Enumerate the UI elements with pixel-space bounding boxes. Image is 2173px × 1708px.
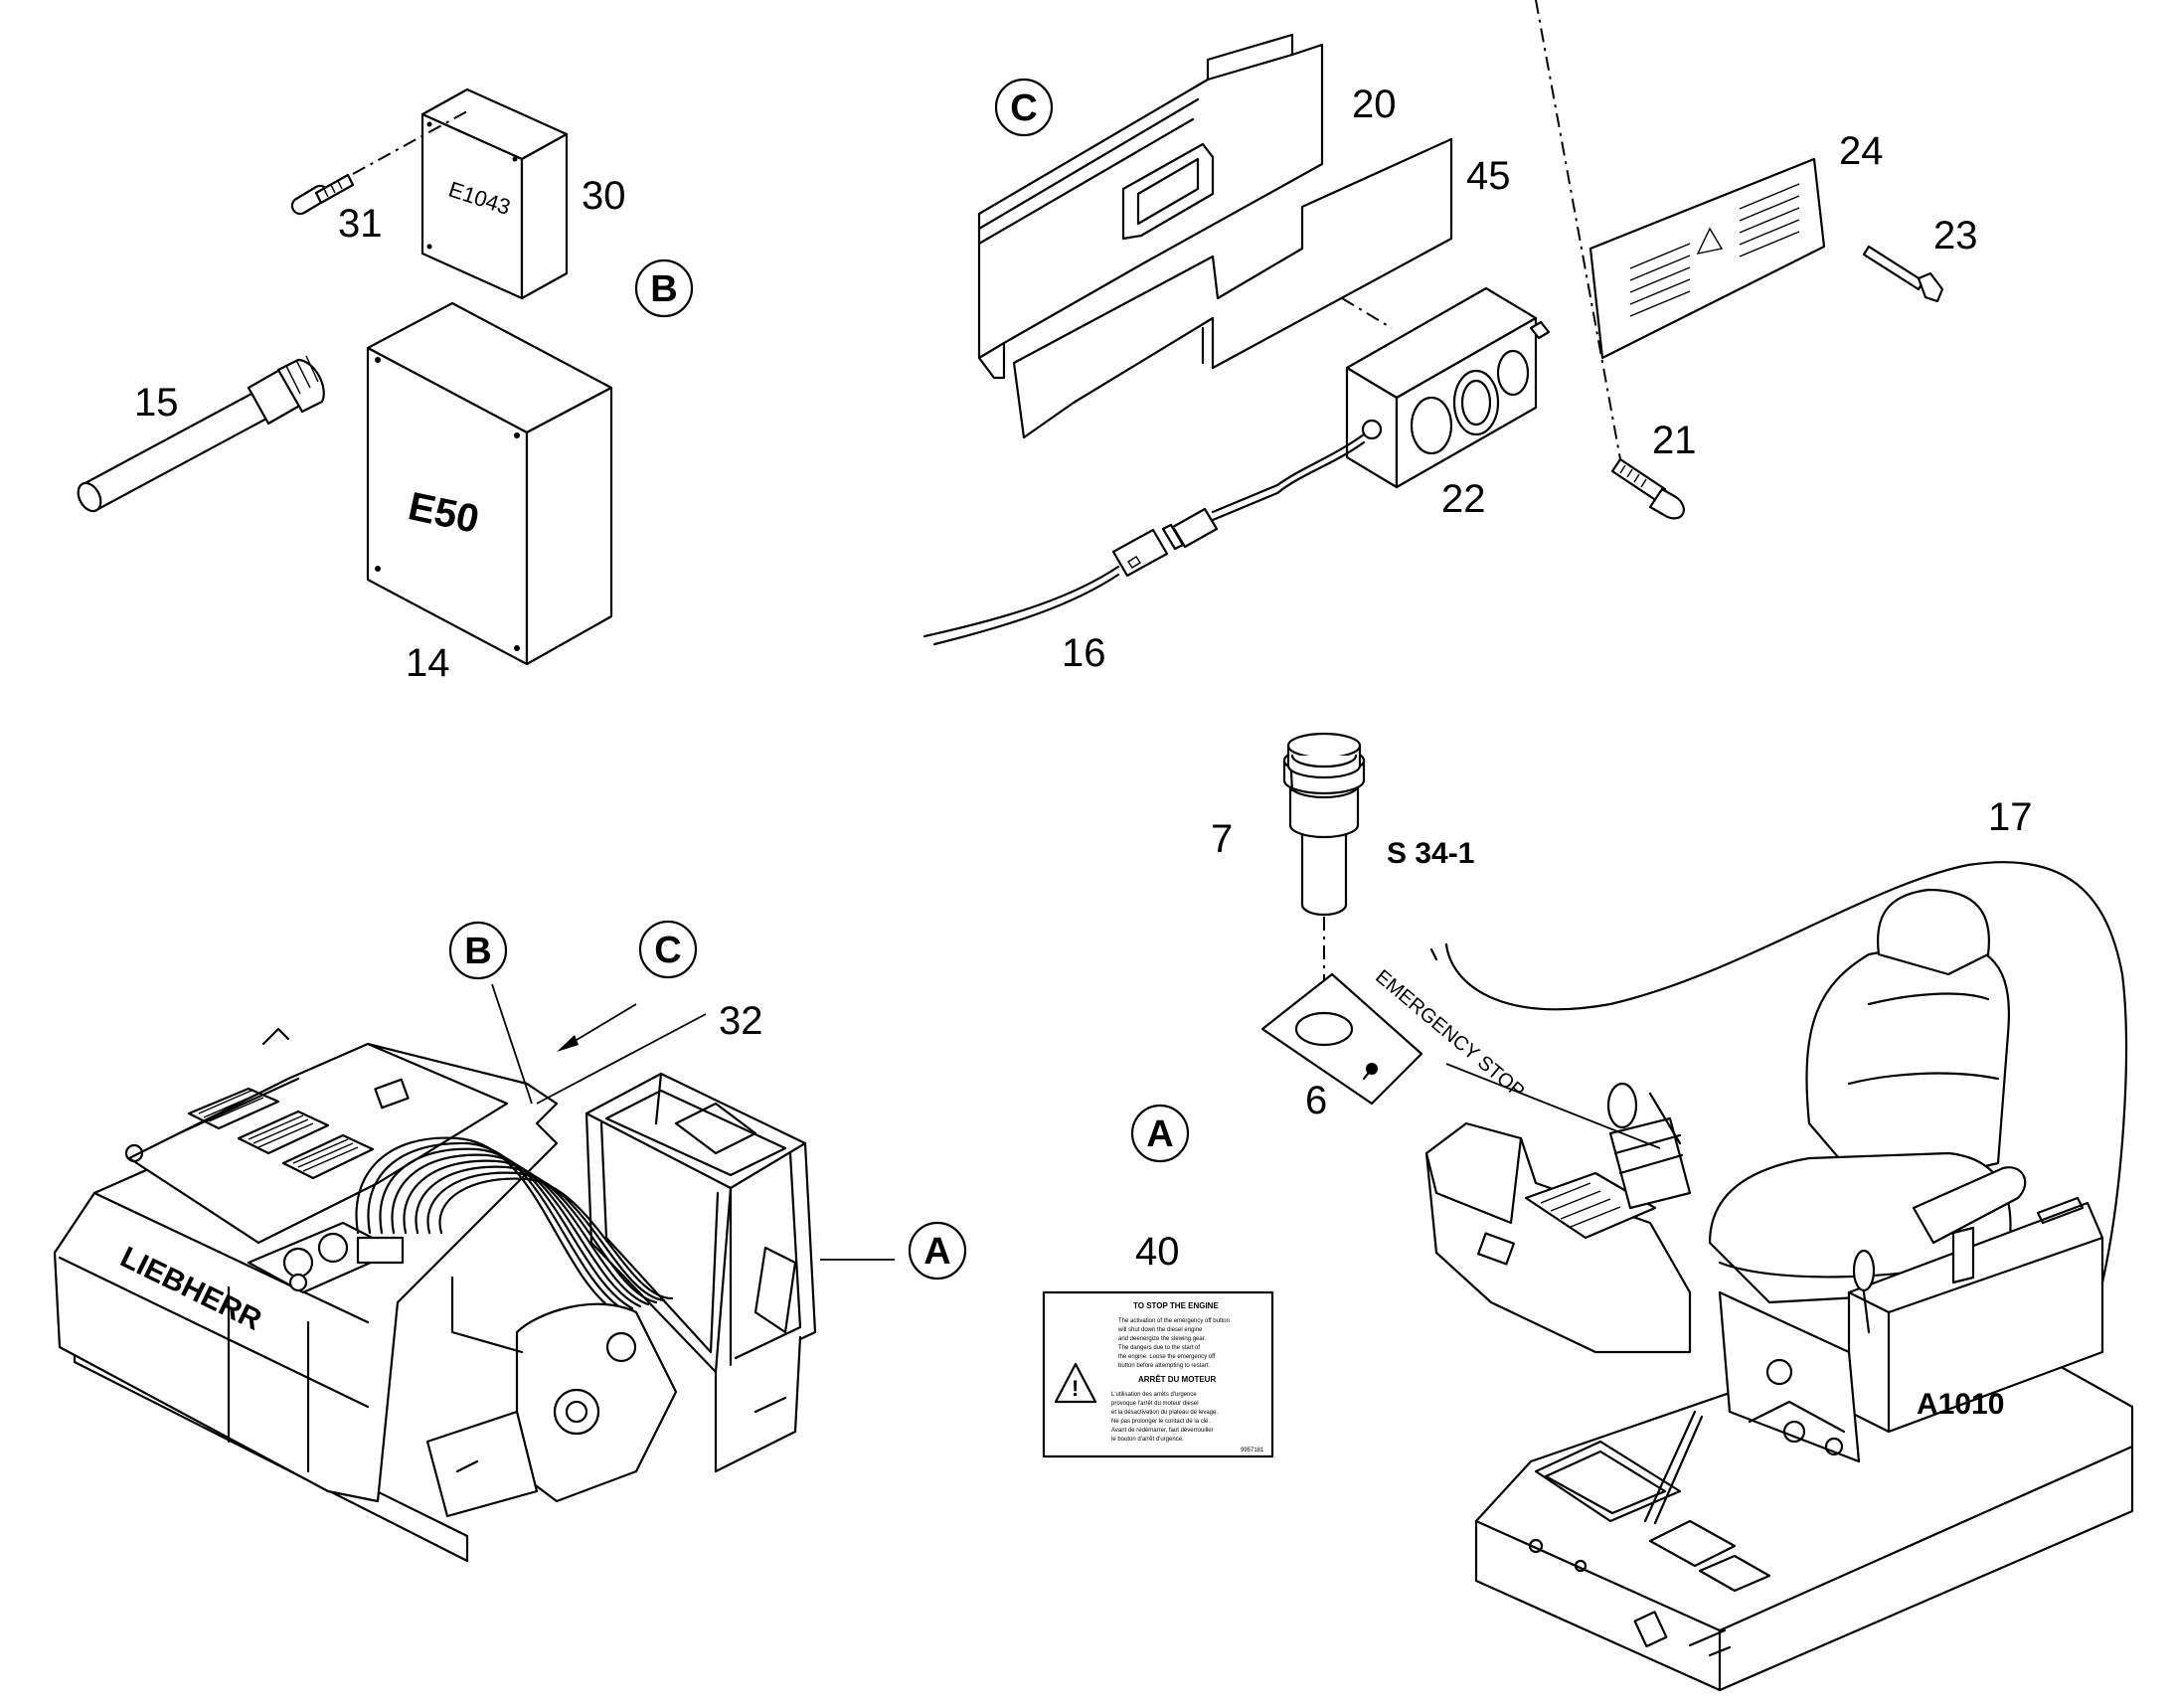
svg-text:C: C [1010, 87, 1037, 129]
callout-a-overview: A [908, 1221, 967, 1281]
svg-text:L'utilisation des arrêts d'urg: L'utilisation des arrêts d'urgence [1111, 1392, 1197, 1398]
part-numbers: 30 31 15 14 20 45 24 23 21 22 16 7 6 17 … [134, 83, 2033, 1421]
svg-text:le bouton d'arrêt d'urgence.: le bouton d'arrêt d'urgence. [1111, 1437, 1184, 1443]
svg-text:B: B [650, 268, 677, 310]
svg-text:B: B [464, 931, 491, 972]
svg-text:!: ! [1072, 1376, 1079, 1401]
part-31: 31 [338, 202, 383, 246]
svg-text:A: A [923, 1231, 950, 1273]
operator-cab-frame [585, 1072, 817, 1473]
part-45: 45 [1466, 154, 1511, 198]
cable-16 [922, 432, 1366, 646]
part-17: 17 [1988, 795, 2033, 839]
part-23: 23 [1933, 214, 1978, 257]
svg-text:A: A [1146, 1113, 1173, 1155]
callout-c-overview: C [638, 920, 698, 979]
excavator-upper-structure: LIEBHERR [53, 1027, 817, 1563]
part-40: 40 [1135, 1230, 1180, 1274]
callout-b-overview: B [448, 921, 508, 980]
callout-b-detail: B [634, 258, 694, 318]
label40-heading-en: TO STOP THE ENGINE [1133, 1301, 1219, 1310]
screw-23 [1862, 245, 1944, 303]
svg-text:The dangers due to the start o: The dangers due to the start of [1118, 1345, 1200, 1351]
label40-code: 9957181 [1241, 1448, 1264, 1453]
vent-grille [187, 1087, 375, 1180]
plate-24 [1588, 157, 1826, 360]
part-7: 7 [1211, 817, 1233, 861]
box-e1043: E1043 [420, 87, 569, 300]
boom-mount [425, 1302, 678, 1518]
svg-text:and deenergize the slewing gea: and deenergize the slewing gear. [1118, 1336, 1206, 1342]
callout-a-detail: A [1130, 1104, 1190, 1163]
svg-text:the engine. Loose the emergenc: the engine. Loose the emergency off [1118, 1354, 1216, 1360]
part-20: 20 [1352, 83, 1397, 126]
svg-text:The activation of the emergenc: The activation of the emergency off butt… [1118, 1318, 1230, 1324]
control-box-22 [1345, 286, 1551, 489]
part-30: 30 [582, 174, 626, 218]
rail-20 [977, 33, 1324, 380]
svg-text:will shut down the diesel engi: will shut down the diesel engine [1117, 1327, 1203, 1333]
svg-text:et la désactivation du plateau: et la désactivation du plateau de levage… [1111, 1410, 1218, 1416]
warning-label-40: ! TO STOP THE ENGINE The activation of t… [1042, 1290, 1274, 1458]
part-16: 16 [1062, 631, 1106, 675]
hose-bundle [355, 1136, 674, 1314]
screw-31 [290, 173, 355, 216]
screw-21 [1610, 457, 1685, 520]
part-32: 32 [719, 999, 763, 1043]
label-s34: S 34-1 [1387, 837, 1474, 870]
svg-text:Ne pas prolonger le contact de: Ne pas prolonger le contact de la clé. [1111, 1419, 1210, 1425]
emergency-stop-label-6: EMERGENCY STOP [1260, 965, 1529, 1106]
cab-interior-a1010 [1424, 861, 2134, 1692]
svg-text:provoque l'arrêt du moteur die: provoque l'arrêt du moteur diesel [1111, 1401, 1199, 1407]
plate-45 [1012, 137, 1453, 439]
box-e50: E50 [366, 301, 613, 666]
part-21: 21 [1652, 419, 1697, 462]
svg-text:Avant de redémarrer, faut déve: Avant de redémarrer, faut déverrouiller [1111, 1428, 1214, 1434]
valve-block [247, 1221, 405, 1294]
part-6: 6 [1305, 1079, 1327, 1122]
sensor-15 [77, 355, 325, 513]
label-a1010: A1010 [1917, 1388, 2004, 1421]
callout-c-detail: C [994, 78, 1054, 137]
label40-heading-fr: ARRÊT DU MOTEUR [1138, 1375, 1216, 1384]
part-24: 24 [1839, 129, 1884, 173]
svg-text:C: C [654, 930, 681, 971]
part-15: 15 [134, 381, 179, 425]
part-22: 22 [1441, 477, 1486, 521]
part-14: 14 [406, 641, 450, 685]
emergency-stop-button-icon [1282, 732, 1366, 917]
svg-text:button before attempting to re: button before attempting to restart. [1118, 1363, 1210, 1369]
